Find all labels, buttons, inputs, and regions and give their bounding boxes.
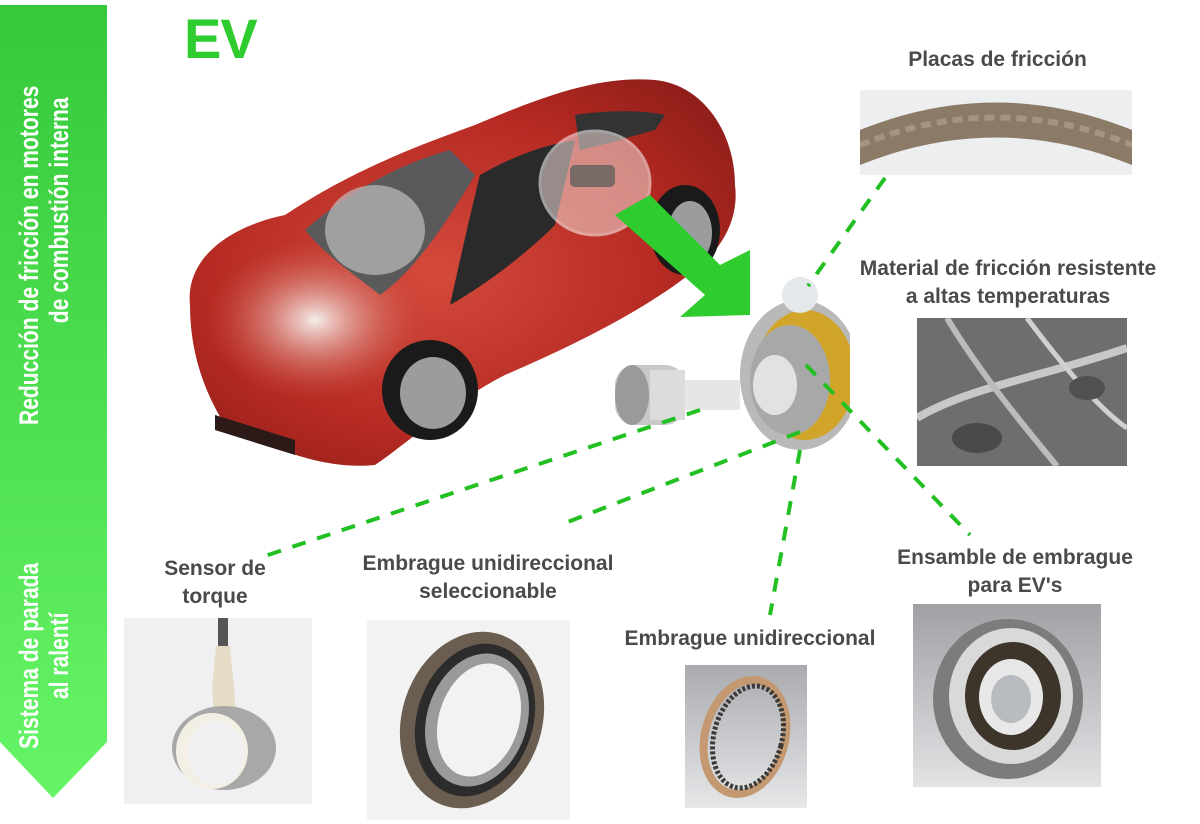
- label-friction-material: Material de fricción resistente a altas …: [818, 255, 1198, 311]
- label-selectable-one-way-clutch: Embrague unidireccional seleccionable: [318, 550, 658, 606]
- label-selectable-line1: Embrague unidireccional: [362, 552, 614, 575]
- ev-clutch-assembly-photo: [913, 604, 1101, 787]
- label-torque-sensor: Sensor de torque: [140, 555, 290, 611]
- label-ev-clutch-assembly: Ensamble de embrague para EV's: [855, 544, 1175, 600]
- label-torque-sensor-line2: torque: [182, 585, 248, 608]
- label-friction-material-line1: Material de fricción resistente: [859, 257, 1157, 280]
- label-ev-clutch-line2: para EV's: [967, 574, 1063, 597]
- friction-material-micrograph: [917, 318, 1127, 466]
- clutch-module-illustration: [610, 275, 850, 455]
- side-banner: Reducción de fricción en motores de comb…: [0, 0, 107, 800]
- label-one-way-clutch: Embrague unidireccional: [624, 627, 876, 650]
- label-ev-clutch-line1: Ensamble de embrague: [897, 546, 1133, 569]
- car-illustration: [175, 55, 755, 485]
- selectable-one-way-clutch-photo: [367, 620, 570, 820]
- one-way-clutch-photo: [685, 665, 807, 808]
- label-friction-plates: Placas de fricción: [908, 48, 1087, 71]
- torque-sensor-photo: [124, 618, 312, 804]
- label-friction-material-line2: a altas temperaturas: [905, 285, 1111, 308]
- friction-plates-photo: [860, 90, 1132, 175]
- label-torque-sensor-line1: Sensor de: [164, 557, 266, 580]
- label-selectable-line2: seleccionable: [419, 580, 557, 603]
- ev-title: EV: [184, 7, 258, 70]
- banner-arrow-shape: [0, 5, 107, 798]
